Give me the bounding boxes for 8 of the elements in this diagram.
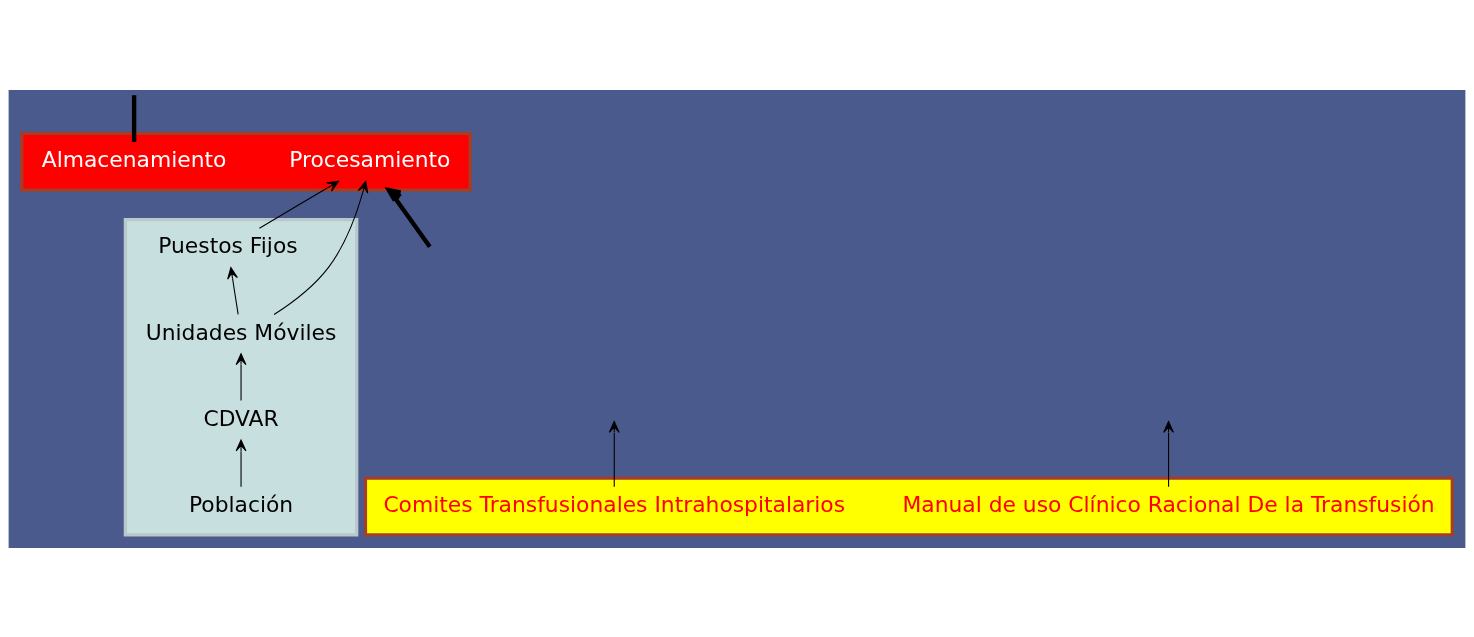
node-text: Unidades Móviles: [145, 319, 337, 345]
node-text: Puestos Fijos: [158, 232, 298, 258]
node-text: Almacenamiento: [41, 146, 227, 172]
node-text: CDVAR: [203, 405, 279, 431]
node-text: Manual de uso Clínico Racional De la Transfusión: [902, 491, 1435, 517]
node-text: Procesamiento: [289, 146, 451, 172]
node-text: Comites Transfusionales Intrahospitalarios: [383, 491, 846, 517]
node-text: Población: [188, 491, 294, 517]
